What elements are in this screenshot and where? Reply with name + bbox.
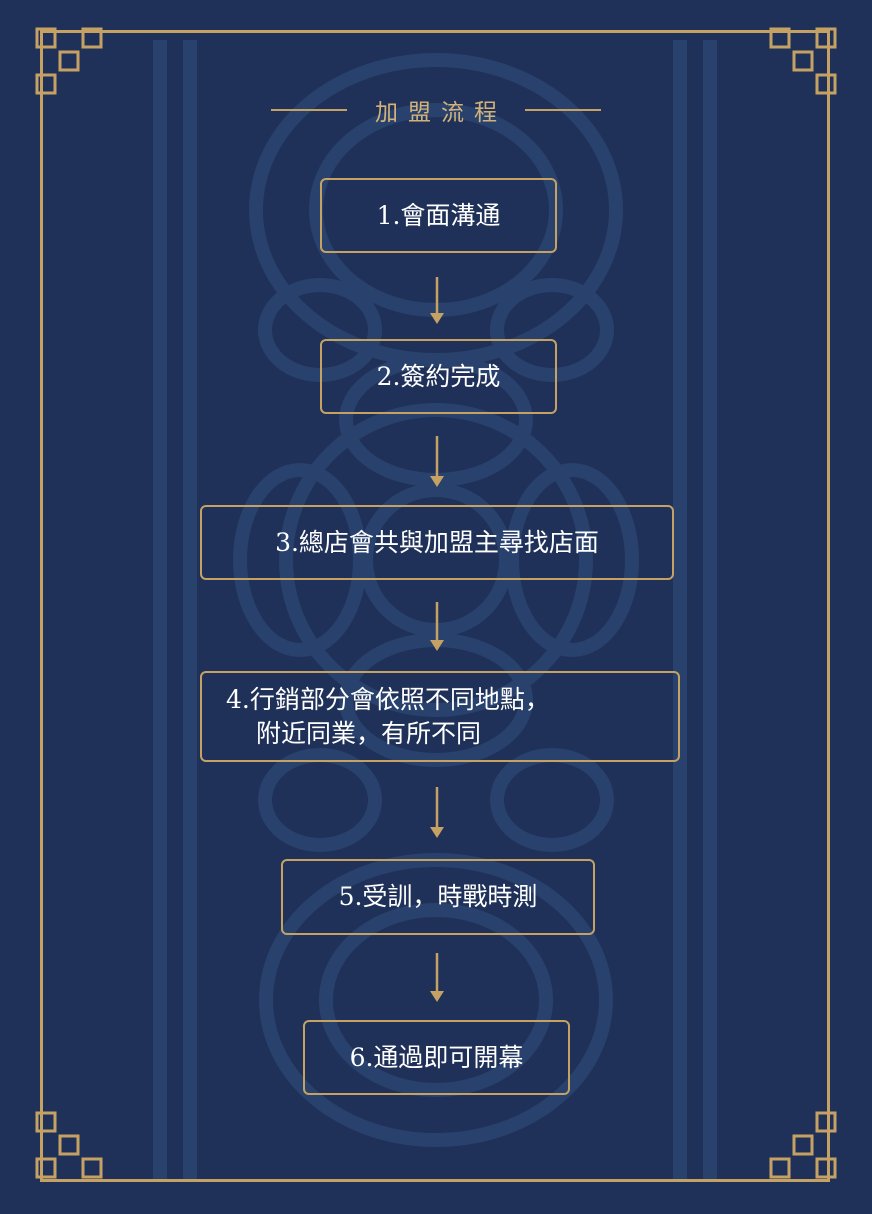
corner-ornament-top-right bbox=[768, 26, 838, 96]
corner-ornament-bottom-right bbox=[768, 1110, 838, 1180]
arrow-5-to-6 bbox=[427, 953, 447, 1003]
step-2-box: 2.簽約完成 bbox=[320, 339, 557, 414]
title-line-left bbox=[271, 109, 347, 111]
title-bar: 加盟流程 bbox=[0, 92, 872, 128]
step-2-label: 2.簽約完成 bbox=[376, 361, 501, 391]
corner-ornament-top-left bbox=[34, 26, 104, 96]
step-3-label: 3.總店會共與加盟主尋找店面 bbox=[275, 527, 599, 557]
arrow-2-to-3 bbox=[427, 436, 447, 488]
step-1-label: 1.會面溝通 bbox=[376, 200, 501, 230]
step-5-box: 5.受訓，時戰時測 bbox=[281, 859, 595, 935]
arrow-1-to-2 bbox=[427, 277, 447, 325]
title-line-right bbox=[525, 109, 601, 111]
corner-ornament-bottom-left bbox=[34, 1110, 104, 1180]
step-4-label-line1: 4.行銷部分會依照不同地點， bbox=[226, 684, 550, 714]
step-6-box: 6.通過即可開幕 bbox=[303, 1020, 570, 1095]
page-title: 加盟流程 bbox=[375, 100, 507, 126]
arrow-3-to-4 bbox=[427, 602, 447, 652]
step-4-box: 4.行銷部分會依照不同地點， 附近同業，有所不同 bbox=[200, 671, 680, 762]
step-4-label-line2: 附近同業，有所不同 bbox=[256, 718, 482, 748]
step-1-box: 1.會面溝通 bbox=[320, 178, 557, 253]
arrow-4-to-5 bbox=[427, 787, 447, 839]
step-5-label: 5.受訓，時戰時測 bbox=[338, 882, 538, 911]
gold-frame bbox=[40, 30, 830, 1182]
step-3-box: 3.總店會共與加盟主尋找店面 bbox=[200, 505, 674, 580]
step-6-label: 6.通過即可開幕 bbox=[349, 1042, 524, 1072]
